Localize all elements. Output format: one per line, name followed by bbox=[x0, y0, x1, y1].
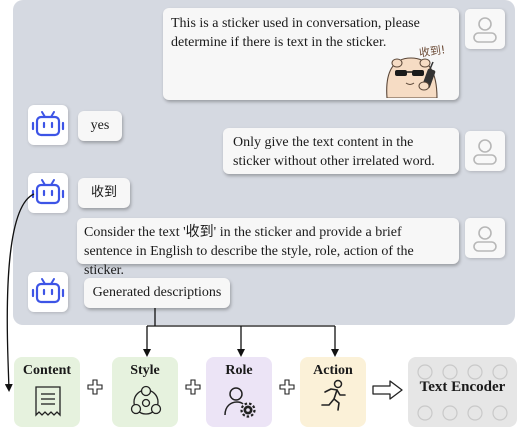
user-icon bbox=[473, 226, 497, 252]
role-card-label: Role bbox=[225, 363, 253, 378]
hollow-arrow-icon bbox=[372, 380, 403, 400]
bot-avatar-1 bbox=[28, 105, 68, 145]
user-message-1: This is a sticker used in conversation, … bbox=[163, 8, 459, 100]
bot-message-2: 收到 bbox=[78, 178, 130, 208]
sticker-image: 收到! bbox=[379, 42, 455, 99]
robot-icon bbox=[31, 179, 65, 205]
bot-message-1: yes bbox=[78, 111, 122, 141]
user-icon bbox=[473, 17, 497, 43]
bot-message-3: Generated descriptions bbox=[84, 278, 230, 308]
text-encoder-label: Text Encoder bbox=[419, 379, 506, 395]
plus-icon bbox=[87, 379, 103, 395]
plus-icon bbox=[279, 379, 295, 395]
user-message-2-text: Only give the text content in the sticke… bbox=[233, 135, 435, 169]
running-person-icon bbox=[321, 379, 346, 411]
plus-icon bbox=[185, 379, 201, 395]
robot-icon bbox=[31, 278, 65, 304]
action-card: Action bbox=[300, 357, 366, 427]
user-message-2: Only give the text content in the sticke… bbox=[223, 128, 459, 174]
style-card: Style bbox=[112, 357, 178, 427]
user-message-1-text: This is a sticker used in conversation, … bbox=[171, 16, 420, 50]
user-message-3-text: Consider the text '收到' in the sticker an… bbox=[84, 225, 414, 278]
bot-avatar-3 bbox=[28, 272, 68, 312]
cluster-nodes-icon bbox=[130, 385, 162, 415]
user-gear-icon bbox=[224, 387, 256, 418]
role-card: Role bbox=[206, 357, 272, 427]
action-card-label: Action bbox=[313, 363, 353, 378]
bot-avatar-2 bbox=[28, 173, 68, 213]
bot-message-2-text: 收到 bbox=[90, 185, 117, 200]
node-grid-icon bbox=[417, 364, 508, 421]
sticker-text: 收到! bbox=[418, 43, 447, 60]
bot-message-3-text: Generated descriptions bbox=[92, 285, 222, 300]
content-card-label: Content bbox=[22, 363, 72, 378]
receipt-icon bbox=[35, 386, 61, 417]
user-icon bbox=[473, 139, 497, 165]
user-avatar-3 bbox=[465, 218, 505, 258]
robot-icon bbox=[31, 111, 65, 137]
text-encoder-block: Text Encoder bbox=[408, 357, 517, 427]
user-message-3: Consider the text '收到' in the sticker an… bbox=[77, 218, 459, 278]
content-card: Content bbox=[14, 357, 80, 427]
bot-message-1-text: yes bbox=[90, 118, 110, 133]
user-avatar-2 bbox=[465, 131, 505, 171]
style-card-label: Style bbox=[130, 363, 160, 378]
user-avatar-1 bbox=[465, 9, 505, 49]
